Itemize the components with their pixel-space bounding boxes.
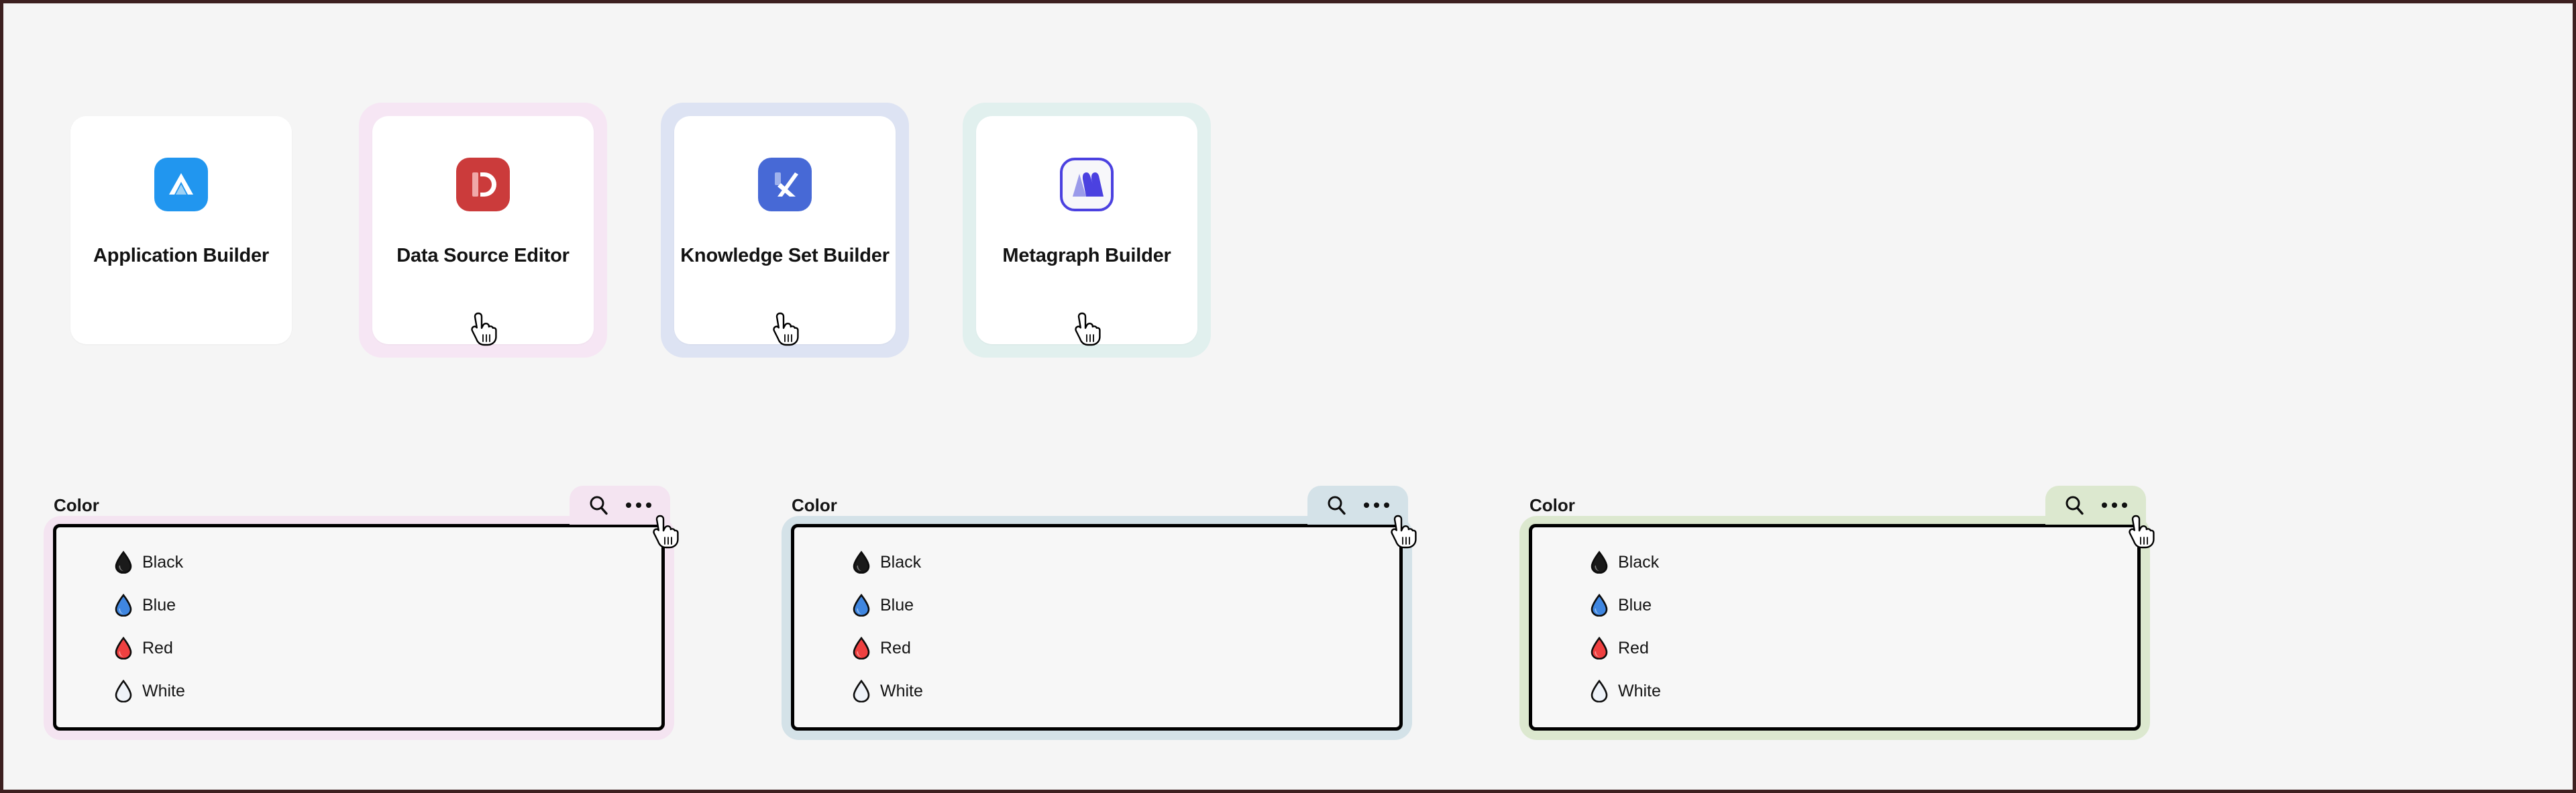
- app-card-surface[interactable]: Metagraph Builder: [976, 116, 1197, 344]
- app-card-3[interactable]: Knowledge Set Builder: [661, 103, 909, 358]
- ellipsis-icon: [2102, 503, 2127, 508]
- list-item[interactable]: Blue: [1532, 584, 2137, 627]
- droplet-icon: [115, 551, 132, 574]
- app-card-title: Data Source Editor: [396, 245, 570, 266]
- list-item[interactable]: Red: [1532, 627, 2137, 670]
- droplet-icon: [115, 680, 132, 702]
- list-item-label: Red: [142, 638, 173, 657]
- ellipsis-icon: [626, 503, 651, 508]
- list-item-label: White: [1618, 681, 1661, 700]
- list-item-label: Blue: [880, 595, 914, 615]
- droplet-icon: [115, 594, 132, 617]
- droplet-icon: [1591, 551, 1608, 574]
- search-icon: [2065, 496, 2084, 515]
- list-item[interactable]: Black: [56, 541, 661, 584]
- list-item-label: Black: [142, 552, 184, 572]
- panel-header: Color: [782, 486, 1412, 525]
- list-item[interactable]: Blue: [56, 584, 661, 627]
- list-item[interactable]: Black: [794, 541, 1399, 584]
- app-card-4[interactable]: Metagraph Builder: [963, 103, 1211, 358]
- droplet-icon: [853, 551, 870, 574]
- panel-header: Color: [44, 486, 674, 525]
- panel-toolbar: [2045, 486, 2146, 525]
- panel-toolbar: [1307, 486, 1408, 525]
- search-button[interactable]: [2063, 494, 2086, 517]
- list-item-label: White: [142, 681, 185, 700]
- more-options-button[interactable]: [1364, 494, 1389, 517]
- list-item-label: Black: [880, 552, 922, 572]
- search-icon: [1328, 496, 1346, 515]
- data-source-editor-icon: [456, 158, 510, 211]
- panel-header: Color: [1519, 486, 2150, 525]
- list-item[interactable]: White: [56, 670, 661, 712]
- list-item[interactable]: Blue: [794, 584, 1399, 627]
- panel-toolbar: [570, 486, 670, 525]
- ellipsis-icon: [1364, 503, 1389, 508]
- panel-title: Color: [54, 494, 99, 515]
- app-card-surface[interactable]: Knowledge Set Builder: [674, 116, 896, 344]
- list-item[interactable]: White: [794, 670, 1399, 712]
- droplet-icon: [1591, 637, 1608, 659]
- droplet-icon: [853, 637, 870, 659]
- search-icon: [590, 496, 608, 515]
- list-item-label: Black: [1618, 552, 1660, 572]
- app-card-title: Metagraph Builder: [1002, 245, 1171, 266]
- list-item-label: Blue: [1618, 595, 1652, 615]
- list-item[interactable]: Red: [56, 627, 661, 670]
- more-options-button[interactable]: [2102, 494, 2127, 517]
- app-card-2[interactable]: Data Source Editor: [359, 103, 607, 358]
- app-card-surface[interactable]: Data Source Editor: [372, 116, 594, 344]
- droplet-icon: [1591, 680, 1608, 702]
- metagraph-builder-icon: [1060, 158, 1114, 211]
- droplet-icon: [115, 637, 132, 659]
- list-item-label: Blue: [142, 595, 176, 615]
- list-item-label: Red: [880, 638, 911, 657]
- list-item[interactable]: White: [1532, 670, 2137, 712]
- droplet-icon: [853, 594, 870, 617]
- app-card-title: Knowledge Set Builder: [680, 245, 890, 266]
- application-builder-icon: [154, 158, 208, 211]
- app-card-1[interactable]: Application Builder: [57, 103, 305, 358]
- list-item[interactable]: Red: [794, 627, 1399, 670]
- app-card-row: Application Builder Data Source Editor Kno…: [57, 103, 1211, 358]
- panel-title: Color: [1529, 494, 1575, 515]
- list-item[interactable]: Black: [1532, 541, 2137, 584]
- list-item-label: Red: [1618, 638, 1649, 657]
- knowledge-set-builder-icon: [758, 158, 812, 211]
- app-card-surface[interactable]: Application Builder: [70, 116, 292, 344]
- search-button[interactable]: [1325, 494, 1348, 517]
- more-options-button[interactable]: [626, 494, 651, 517]
- app-card-title: Application Builder: [93, 245, 270, 266]
- list-item-label: White: [880, 681, 923, 700]
- search-button[interactable]: [587, 494, 610, 517]
- droplet-icon: [853, 680, 870, 702]
- panel-title: Color: [792, 494, 837, 515]
- droplet-icon: [1591, 594, 1608, 617]
